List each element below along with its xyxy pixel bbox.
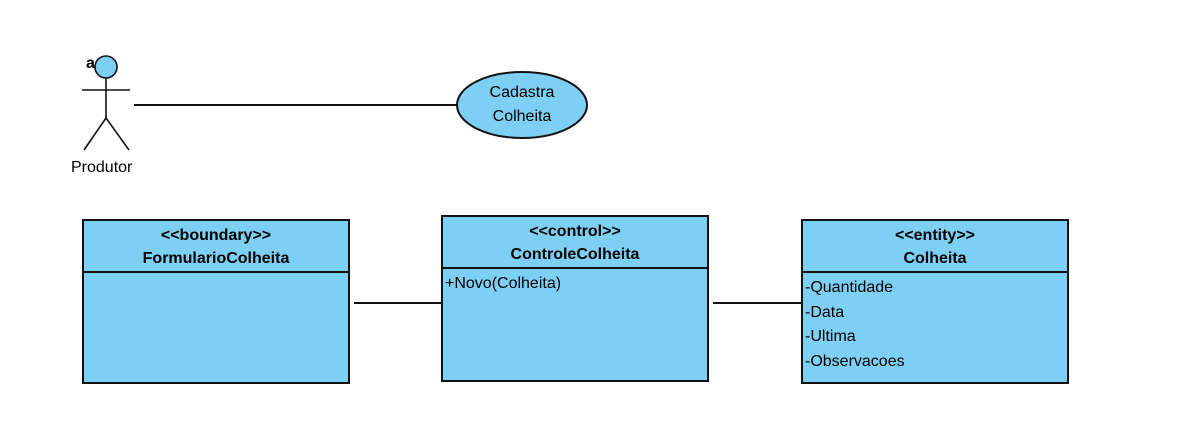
class-entity-name: Colheita bbox=[903, 250, 967, 267]
class-entity-stereotype: <<entity>> bbox=[894, 227, 976, 244]
class-boundary-stereotype: <<boundary>> bbox=[160, 227, 272, 244]
use-case-label-line2: Colheita bbox=[492, 108, 552, 125]
class-boundary-name: FormularioColheita bbox=[142, 250, 290, 267]
class-boundary-members bbox=[84, 273, 348, 279]
class-control-members: +Novo(Colheita) bbox=[443, 269, 707, 300]
class-member: -Observacoes bbox=[805, 352, 905, 370]
class-entity-header: <<entity>> Colheita bbox=[803, 221, 1067, 273]
use-case-label[interactable]: Cadastra Colheita bbox=[457, 81, 587, 129]
class-member: +Novo(Colheita) bbox=[445, 275, 562, 292]
class-boundary[interactable]: <<boundary>> FormularioColheita bbox=[82, 219, 350, 384]
actor-name-label: Produtor bbox=[71, 159, 133, 176]
actor-figure bbox=[82, 55, 130, 151]
use-case-ellipse[interactable] bbox=[456, 71, 588, 139]
class-control-name: ControleColheita bbox=[510, 246, 640, 263]
class-member: -Quantidade bbox=[805, 279, 894, 296]
class-control[interactable]: <<control>> ControleColheita +Novo(Colhe… bbox=[441, 215, 709, 382]
class-control-header: <<control>> ControleColheita bbox=[443, 217, 707, 269]
use-case-label-line1: Cadastra bbox=[489, 84, 555, 101]
class-member: -Ultima bbox=[805, 328, 856, 345]
class-boundary-header: <<boundary>> FormularioColheita bbox=[84, 221, 348, 273]
class-control-stereotype: <<control>> bbox=[529, 223, 621, 240]
class-entity-members: -Quantidade -Data -Ultima -Observacoes bbox=[803, 273, 1067, 377]
class-entity[interactable]: <<entity>> Colheita -Quantidade -Data -U… bbox=[801, 219, 1069, 384]
class-member: -Data bbox=[805, 303, 845, 321]
actor-tag: a bbox=[86, 55, 95, 72]
